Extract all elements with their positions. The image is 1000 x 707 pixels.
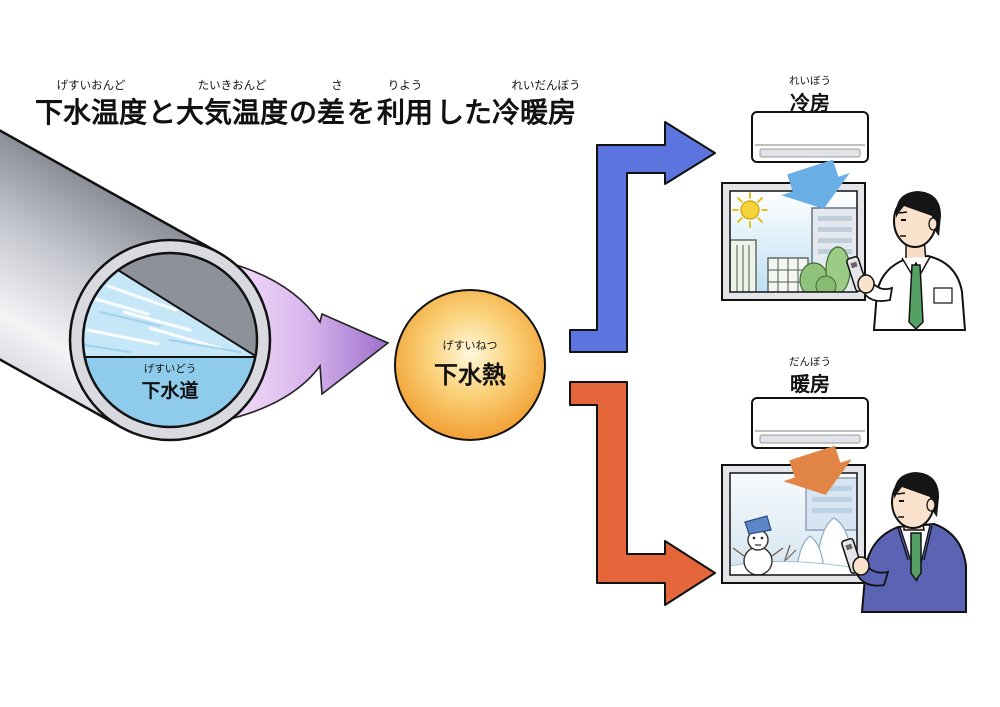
necktie — [908, 264, 924, 331]
title-segment: 利用 — [377, 96, 433, 129]
title-segment: 差 — [317, 96, 345, 129]
title-segment: 冷暖房 — [492, 96, 576, 129]
title-ruby-riyou: りよう — [388, 78, 423, 92]
sewer-ruby: げすいどう — [144, 363, 197, 375]
tall-building — [730, 239, 757, 292]
ac-vent — [759, 434, 861, 444]
heating-flow-arrow — [569, 381, 716, 606]
sewer-label: 下水道 — [141, 379, 198, 402]
man-white-shirt — [846, 191, 967, 331]
title-segment: した — [436, 96, 492, 129]
heating-ruby: だんぼう — [789, 356, 831, 368]
cool-air-arrow — [781, 159, 850, 209]
sun-icon — [732, 192, 768, 228]
collar — [901, 256, 931, 275]
snowman-icon — [732, 515, 784, 575]
title-segment: と — [148, 96, 176, 129]
eyebrow — [898, 211, 908, 214]
ear — [926, 498, 936, 512]
hair — [895, 191, 941, 236]
warm-air-arrow — [783, 445, 852, 495]
sewage-heat-ruby: げすいねつ — [443, 339, 498, 352]
heat-transfer-arrow — [225, 260, 390, 422]
air-conditioner-unit — [751, 397, 869, 449]
necktie — [910, 532, 922, 582]
cooling-scene: れいぼう 冷房 — [721, 75, 967, 331]
title-segment: の — [289, 96, 317, 129]
title-segment: 大気温度 — [176, 96, 288, 129]
heat-sphere — [394, 289, 546, 441]
ear — [928, 217, 938, 231]
pipe-bottom-edge — [0, 358, 122, 429]
hair — [893, 472, 939, 517]
summer-view — [730, 191, 857, 292]
title-ruby-gesui-ondo: げすいおんど — [57, 78, 126, 92]
heating-label: 暖房 — [790, 372, 830, 396]
water-streaks-dark — [83, 311, 241, 353]
winter-window — [721, 464, 866, 584]
hand — [857, 274, 875, 294]
flow-edge-line — [117, 269, 257, 358]
lapel — [897, 525, 933, 561]
title-ruby-taiki-ondo: たいきおんど — [198, 78, 267, 92]
summer-window — [721, 182, 866, 301]
air-conditioner-unit — [751, 111, 869, 163]
title: げすいおんど たいきおんど さ りよう れいだんぼう 下水温度 と 大気温度 の… — [35, 78, 581, 129]
water-streaks — [86, 284, 224, 351]
man-in-suit — [841, 472, 967, 613]
eyebrow — [896, 492, 906, 495]
green-trees — [799, 246, 851, 292]
title-ruby-reidanbou: れいだんぼう — [512, 78, 581, 92]
heating-scene: だんぼう 暖房 — [721, 356, 967, 613]
winter-view — [730, 473, 857, 575]
sewage-heat-sphere: げすいねつ 下水熱 — [394, 289, 546, 441]
title-ruby-sa: さ — [331, 78, 343, 92]
ac-vent — [759, 148, 861, 158]
cooling-flow-arrow — [569, 121, 716, 353]
title-segment: 下水温度 — [35, 96, 147, 129]
pipe-inner-outline — [81, 251, 259, 429]
sewer-pipe: げすいどう 下水道 — [0, 129, 390, 442]
title-segment: を — [347, 96, 375, 129]
cooling-ruby: れいぼう — [789, 75, 831, 87]
pipe-top-edge — [0, 129, 220, 255]
hand — [852, 556, 870, 576]
sewage-heat-label: 下水熱 — [434, 361, 506, 389]
shirt-pocket — [933, 287, 953, 304]
